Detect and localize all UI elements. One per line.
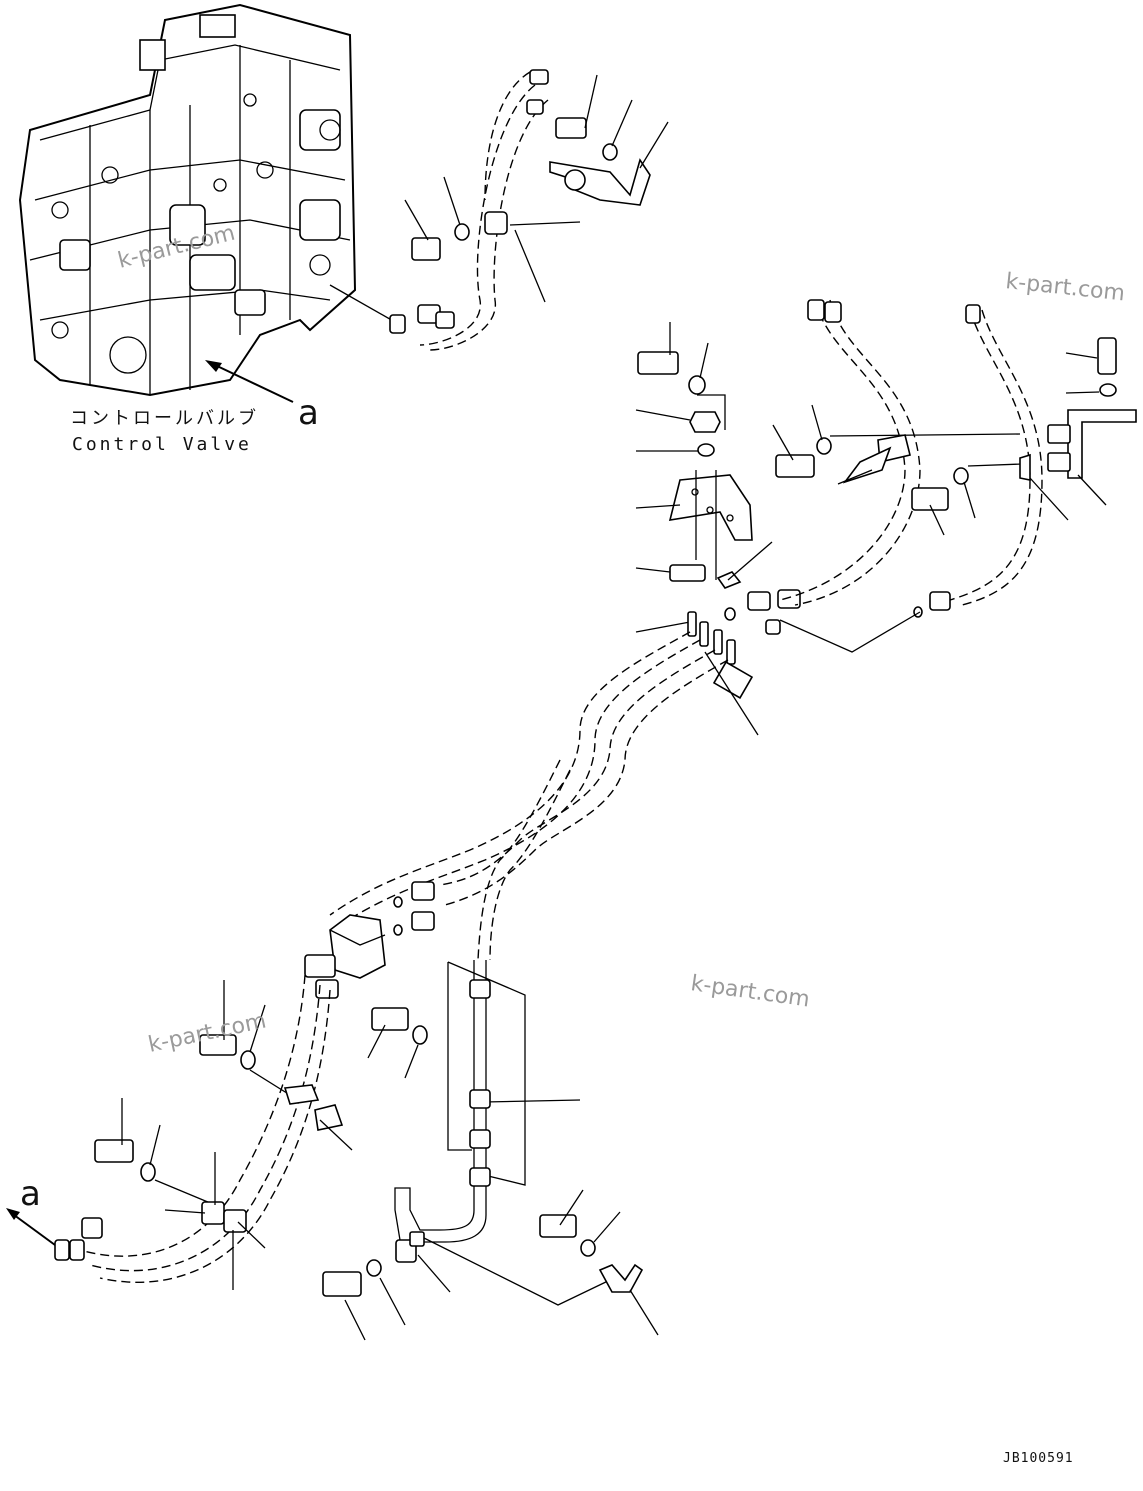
control-valve-drawing	[18, 3, 357, 397]
main-hose-routing	[329, 631, 729, 961]
middle-right-assembly	[635, 299, 1137, 736]
control-valve-label-en: Control Valve	[72, 434, 252, 455]
view-ref-a-top: a	[298, 393, 319, 433]
watermark-2: k-part.com	[1004, 269, 1126, 306]
view-ref-a-bottom: a	[20, 1174, 41, 1214]
control-valve-label-jp: コントロールバルブ	[70, 407, 259, 429]
top-hose-assembly	[329, 69, 669, 351]
drawing-code: JB100591	[1003, 1451, 1074, 1466]
lower-left-assembly	[6, 914, 386, 1290]
center-pipe-assembly	[322, 960, 659, 1341]
view-arrow-top	[214, 364, 294, 403]
watermark-3: k-part.com	[689, 971, 811, 1012]
